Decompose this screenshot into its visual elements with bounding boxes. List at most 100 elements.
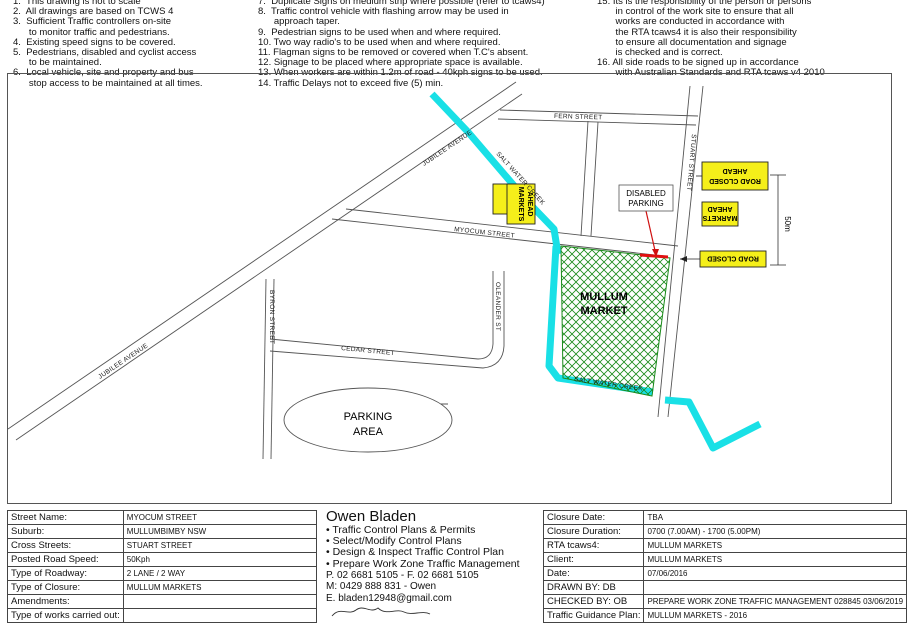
sign-markets-ahead-right: MARKETS AHEAD [701, 201, 739, 227]
stuart-street [657, 85, 704, 418]
field-value: STUART STREET [122, 538, 318, 553]
field-label: CHECKED BY: OB [542, 594, 645, 609]
table-row: Closure Date:TBA [542, 510, 907, 525]
notes-column-2: 7. Duplicate Signs on medium strip where… [258, 0, 545, 89]
traffic-plan-map: DISABLED PARKING 50m ROAD CLOSED AHEAD M… [7, 73, 892, 504]
market-label-line-1: MULLUM [580, 291, 628, 303]
table-row: Date:07/06/2016 [542, 566, 907, 581]
table-row: Closure Duration:0700 (7.00AM) - 1700 (5… [542, 524, 907, 539]
svg-text:ROAD CLOSED: ROAD CLOSED [707, 255, 759, 262]
note-line: 6. Local vehicle, site and property and … [13, 67, 194, 79]
table-row: Client:MULLUM MARKETS [542, 552, 907, 567]
road-label-jubilee-lower: JUBILEE AVENUE [97, 342, 150, 381]
sign-road-closed-bottom: ROAD CLOSED [699, 250, 767, 268]
oleander-street [477, 271, 505, 369]
field-label: Cross Streets: [7, 538, 124, 553]
myocum-street [331, 208, 679, 257]
table-row: DRAWN BY: DB [542, 580, 907, 595]
field-value [643, 580, 907, 595]
disabled-parking-marker [639, 253, 669, 259]
field-value: MULLUM MARKETS [643, 538, 907, 553]
note-line: approach taper. [258, 16, 340, 28]
sign-markets-ahead-left-line-1: MARKETS [517, 187, 524, 222]
dimension-label: 50m [783, 216, 792, 232]
field-label: Type of works carried out: [7, 608, 124, 623]
field-label: Closure Date: [542, 510, 645, 525]
table-row: Street Name:MYOCUM STREET [7, 510, 318, 525]
table-row: Posted Road Speed:50Kph [7, 552, 318, 567]
signature-image [331, 607, 431, 617]
sign-road-closed-ahead-top: ROAD CLOSED AHEAD [701, 161, 769, 191]
road-label-stuart: STUART STREET [685, 134, 697, 192]
field-value: MULLUM MARKETS [643, 552, 907, 567]
field-value: 50Kph [122, 552, 318, 567]
table-row: Suburb:MULLUMBIMBY NSW [7, 524, 318, 539]
road-label-byron: BYRON STREET [268, 290, 275, 344]
disabled-callout-box [618, 184, 674, 212]
sign-markets-ahead-left-line-2: AHEAD [526, 192, 533, 217]
road-label-jubilee-upper: JUBILEE AVENUE [421, 129, 474, 168]
upper-cross-street [580, 120, 599, 237]
field-label: Type of Closure: [7, 580, 124, 595]
note-line: 15. Its is the responsibility of the per… [597, 0, 812, 7]
company-mobile: M: 0429 888 831 - Owen [326, 581, 437, 593]
note-line: 13. When workers are within 1.2m of road… [258, 67, 543, 79]
note-line: 2. All drawings are based on TCWS 4 [13, 6, 174, 18]
disabled-callout-line-1: DISABLED [626, 189, 666, 198]
cedar-street [269, 338, 484, 369]
note-line: works are conducted in accordance with [597, 16, 785, 28]
market-label-line-2: MARKET [580, 305, 627, 317]
company-email: E. bladen12948@gmail.com [326, 592, 452, 604]
table-row: Type of works carried out: [7, 608, 318, 623]
field-value: 2 LANE / 2 WAY [122, 566, 318, 581]
svg-text:AHEAD: AHEAD [723, 167, 748, 174]
company-block: Owen Bladen • Traffic Control Plans & Pe… [326, 508, 541, 618]
table-row: Cross Streets:STUART STREET [7, 538, 318, 553]
note-line: 3. Sufficient Traffic controllers on-sit… [13, 16, 172, 28]
svg-text:ROAD CLOSED: ROAD CLOSED [709, 177, 761, 184]
note-line: is checked and is correct. [597, 47, 723, 59]
field-value: 0700 (7.00AM) - 1700 (5.00PM) [643, 524, 907, 539]
svg-text:AHEAD: AHEAD [708, 205, 733, 212]
note-line: with Australian Standards and RTA tcaws … [597, 67, 825, 79]
jubilee-avenue [7, 81, 523, 441]
parking-label-line-1: PARKING [344, 411, 393, 423]
field-value: MULLUM MARKETS - 2016 [643, 608, 907, 623]
field-label: Type of Roadway: [7, 566, 124, 581]
field-label: RTA tcaws4: [542, 538, 645, 553]
note-line: to ensure all documentation and signage [597, 36, 787, 48]
table-row: Traffic Guidance Plan:MULLUM MARKETS - 2… [542, 608, 907, 623]
field-label: Client: [542, 552, 645, 567]
note-line: to be maintained. [13, 57, 102, 69]
dimension-line [770, 174, 786, 266]
road-label-fern: FERN STREET [554, 113, 603, 121]
company-service: • Select/Modify Control Plans [326, 535, 462, 548]
parking-label-line-2: AREA [353, 426, 384, 438]
note-line: 12. Signage to be placed where appropria… [258, 57, 523, 69]
field-value: PREPARE WORK ZONE TRAFFIC MANAGEMENT 028… [643, 594, 907, 609]
byron-street [262, 278, 275, 460]
field-label: DRAWN BY: DB [542, 580, 645, 595]
disabled-callout-line-2: PARKING [628, 199, 663, 208]
note-line: 8. Traffic control vehicle with flashing… [258, 6, 509, 18]
mullum-market-area [560, 245, 671, 397]
company-phone: P. 02 6681 5105 - F. 02 6681 5105 [326, 569, 479, 581]
fern-street [497, 109, 699, 126]
note-line: 16. All side roads to be signed up in ac… [597, 57, 799, 69]
note-line: 10. Two way radio's to be used when and … [258, 36, 501, 48]
road-label-oleander: OLEANDER ST [494, 282, 501, 331]
road-label-cedar: CEDAR STREET [341, 345, 395, 357]
notes-column-3: 15. Its is the responsibility of the per… [597, 0, 825, 79]
company-service: • Prepare Work Zone Traffic Management [326, 557, 520, 570]
svg-text:MARKETS: MARKETS [702, 214, 737, 221]
note-line: 4. Existing speed signs to be covered. [13, 36, 176, 48]
road-label-myocum: MYOCUM STREET [454, 226, 515, 240]
field-label: Street Name: [7, 510, 124, 525]
company-service: • Traffic Control Plans & Permits [326, 524, 476, 536]
note-line: stop access to be maintained at all time… [13, 77, 203, 89]
note-line: 1. This drawing is not to scale [13, 0, 141, 7]
